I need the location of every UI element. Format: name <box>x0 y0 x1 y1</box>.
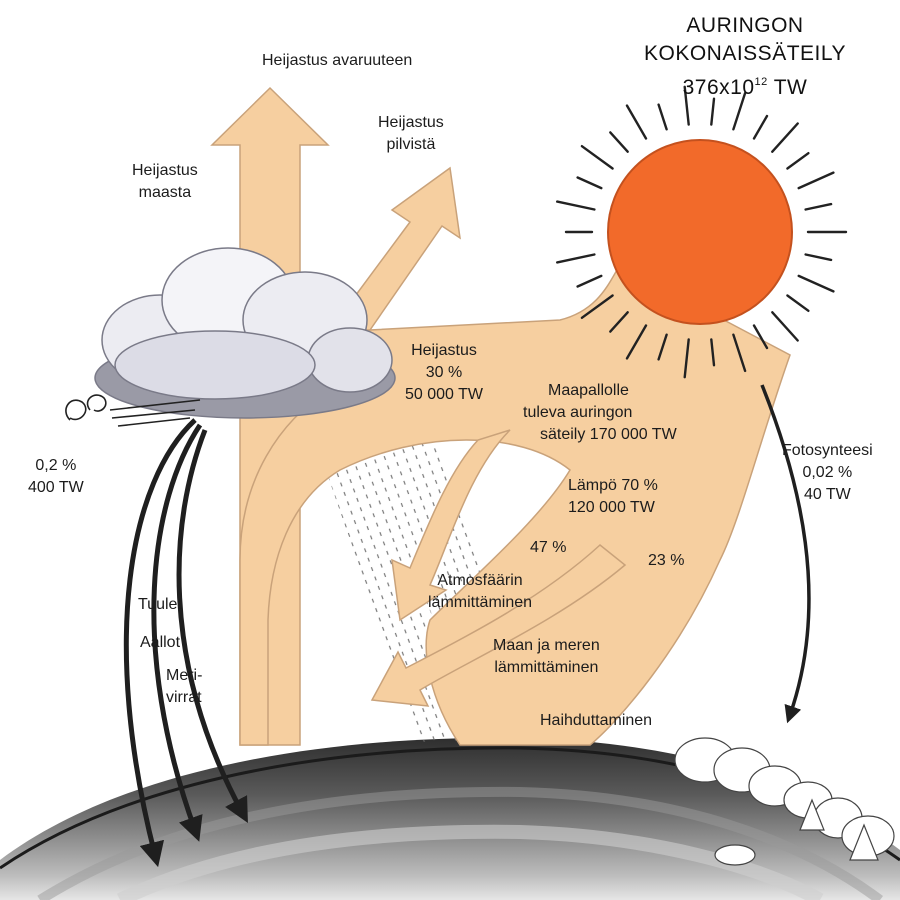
sun-ray <box>799 173 834 189</box>
label-incoming-line-1: Maapallolle <box>548 380 677 402</box>
label-evaporation: Haihduttaminen <box>540 710 652 732</box>
label-atmosphere-heating-line-1: Atmosfäärin <box>428 570 532 592</box>
label-heat-line-1: Lämpö 70 % <box>568 475 658 497</box>
sun-ray <box>772 312 797 340</box>
label-winds-share-line-2: 400 TW <box>28 477 84 499</box>
label-reflection-ground-line-2: maasta <box>132 182 198 204</box>
label-incoming-line-3: säteily 170 000 TW <box>540 424 677 446</box>
label-winds: Tuulet <box>138 594 182 616</box>
sun-ray <box>557 202 594 210</box>
title-amount-unit: TW <box>768 76 808 99</box>
label-percent-23: 23 % <box>648 550 684 572</box>
sun-ray <box>711 99 714 125</box>
label-incoming-line-2: tuleva auringon <box>523 402 677 424</box>
label-photosynthesis-line-3: 40 TW <box>782 484 873 506</box>
label-reflection-total-line-1: Heijastus <box>405 340 483 362</box>
sun <box>608 140 792 324</box>
label-incoming-radiation: Maapallolle tuleva auringon säteily 170 … <box>548 380 677 446</box>
label-photosynthesis: Fotosynteesi 0,02 % 40 TW <box>782 440 873 506</box>
label-photosynthesis-line-1: Fotosynteesi <box>782 440 873 462</box>
label-reflection-ground: Heijastus maasta <box>132 160 198 204</box>
title-line-1: AURINGON <box>610 12 880 40</box>
cloud <box>95 248 395 418</box>
label-waves: Aallot <box>140 632 180 654</box>
photosynthesis-arrow <box>762 385 809 715</box>
label-heat: Lämpö 70 % 120 000 TW <box>568 475 658 519</box>
title-line-2: KOKONAISSÄTEILY <box>610 40 880 68</box>
sun-ray <box>582 146 613 168</box>
label-land-sea-heating: Maan ja meren lämmittäminen <box>493 635 600 679</box>
label-photosynthesis-line-2: 0,02 % <box>782 462 873 484</box>
label-currents-line-2: virrat <box>166 687 202 709</box>
label-reflection-clouds-line-1: Heijastus <box>378 112 444 134</box>
sun-ray <box>772 124 797 152</box>
sun-ray <box>610 132 627 151</box>
sun-ray <box>787 153 808 168</box>
label-reflection-space: Heijastus avaruuteen <box>262 50 412 72</box>
label-heat-line-2: 120 000 TW <box>568 497 658 519</box>
label-reflection-total-line-2: 30 % <box>405 362 483 384</box>
label-land-sea-heating-line-1: Maan ja meren <box>493 635 600 657</box>
label-percent-47: 47 % <box>530 537 566 559</box>
sun-ray <box>799 276 834 292</box>
label-currents: Meri- virrat <box>166 665 202 709</box>
label-currents-line-1: Meri- <box>166 665 202 687</box>
title-amount-exponent: 12 <box>755 76 768 88</box>
sun-ray <box>754 116 767 139</box>
label-reflection-total: Heijastus 30 % 50 000 TW <box>405 340 483 406</box>
sun-ray <box>806 255 832 260</box>
title-amount-base: 376x10 <box>683 76 755 99</box>
sun-ray <box>627 106 646 139</box>
sun-ray <box>659 105 667 130</box>
label-land-sea-heating-line-2: lämmittäminen <box>493 657 600 679</box>
label-reflection-ground-line-1: Heijastus <box>132 160 198 182</box>
label-reflection-clouds-line-2: pilvistä <box>378 134 444 156</box>
diagram-title: AURINGON KOKONAISSÄTEILY 376x1012 TW <box>610 12 880 102</box>
label-reflection-clouds: Heijastus pilvistä <box>378 112 444 156</box>
sun-ray <box>578 276 602 287</box>
sun-ray <box>578 178 602 189</box>
sun-ray <box>806 204 832 209</box>
title-amount: 376x1012 TW <box>610 68 880 102</box>
sun-ray <box>787 296 808 311</box>
label-atmosphere-heating: Atmosfäärin lämmittäminen <box>428 570 532 614</box>
label-winds-share-line-1: 0,2 % <box>28 455 84 477</box>
sun-ray <box>557 255 594 263</box>
label-winds-share: 0,2 % 400 TW <box>28 455 84 499</box>
label-atmosphere-heating-line-2: lämmittäminen <box>428 592 532 614</box>
label-reflection-total-line-3: 50 000 TW <box>405 384 483 406</box>
